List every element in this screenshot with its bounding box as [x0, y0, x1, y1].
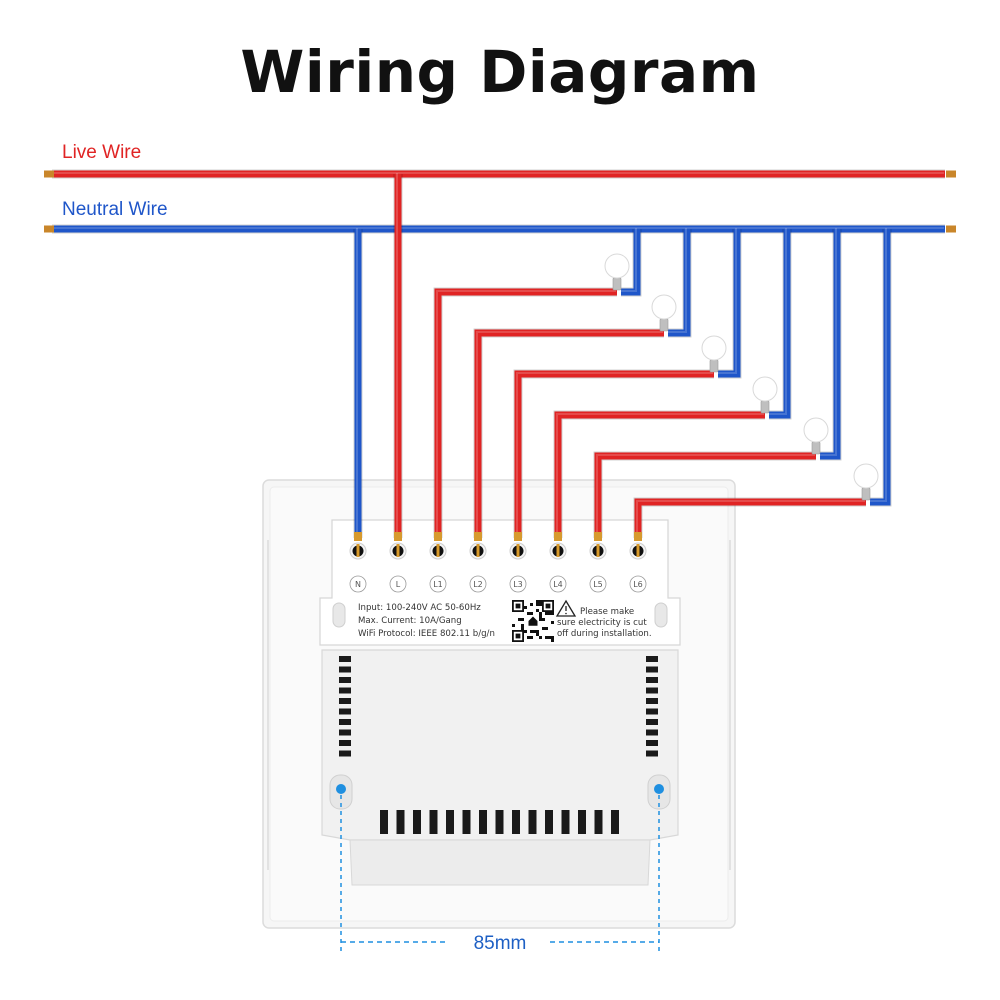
terminal-L4: L4	[549, 532, 567, 593]
vent-slot	[339, 677, 351, 683]
live-bus-wire	[51, 169, 945, 179]
terminal-label: L1	[433, 580, 443, 589]
copper-end	[44, 225, 54, 233]
warning-line-2: sure electricity is cut	[557, 618, 647, 628]
lamp-neutral-wire-5	[819, 228, 842, 461]
lamp-neutral-wire-3	[717, 228, 742, 379]
load-wire-L2	[473, 328, 664, 538]
vent-slot	[339, 708, 351, 715]
warning-line-3: off during installation.	[557, 629, 652, 639]
vent-slot	[594, 810, 603, 834]
qr-code-icon	[511, 599, 555, 643]
neutral-bus-wire	[51, 224, 945, 234]
vent-slot	[339, 698, 351, 704]
terminal-L1: L1	[429, 532, 447, 593]
vent-slot	[611, 810, 619, 834]
vent-slot	[396, 810, 405, 834]
warning-triangle-icon	[555, 599, 577, 617]
vent-slot	[512, 810, 520, 834]
light-bulb-icon	[853, 463, 879, 501]
switch-body	[321, 649, 679, 886]
vent-slot	[413, 810, 421, 834]
copper-end	[946, 225, 956, 233]
terminal-label: L6	[633, 580, 643, 589]
light-bulb-icon	[803, 417, 829, 455]
vent-slot	[339, 719, 351, 725]
vent-slot	[545, 810, 553, 834]
light-bulb-icon	[651, 294, 677, 332]
vent-bottom	[380, 810, 619, 834]
live-drop-wire	[393, 173, 403, 538]
light-bulb-icon	[701, 335, 727, 373]
lamp-neutral-wire-2	[667, 228, 692, 338]
vent-slot	[646, 687, 658, 694]
spec-input: Input: 100-240V AC 50-60Hz	[358, 603, 481, 613]
light-bulb-icon	[752, 376, 778, 414]
vent-slot	[339, 750, 351, 757]
spec-current: Max. Current: 10A/Gang	[358, 616, 462, 626]
vent-slot	[479, 810, 487, 834]
terminal-L5: L5	[589, 532, 607, 593]
lamp-neutral-wire-4	[768, 228, 792, 420]
terminal-label: N	[355, 580, 361, 589]
vent-slot	[561, 810, 570, 834]
vent-slot	[646, 719, 658, 725]
vent-slot	[646, 740, 658, 746]
vent-slot	[339, 729, 351, 736]
diagram-title: Wiring Diagram	[240, 38, 760, 106]
neutral-wire-label: Neutral Wire	[62, 199, 168, 220]
dimension-label: 85mm	[474, 933, 527, 954]
neutral-drop-wire	[353, 228, 363, 538]
vent-slot	[646, 666, 658, 673]
terminal-label: L5	[593, 580, 603, 589]
vent-slot	[339, 666, 351, 673]
vent-slot	[339, 656, 351, 662]
vent-slot	[380, 810, 388, 834]
terminal-N: N	[349, 532, 367, 593]
terminal-L2: L2	[469, 532, 487, 593]
vent-slot	[462, 810, 471, 834]
vent-slot	[646, 708, 658, 715]
vent-slot	[578, 810, 586, 834]
vent-slot	[646, 750, 658, 757]
vent-slot	[528, 810, 537, 834]
load-wire-L6	[633, 497, 866, 538]
vent-slot	[646, 729, 658, 736]
terminal-label: L4	[553, 580, 563, 589]
lamp-neutral-wire-1	[620, 228, 642, 297]
terminal-label: L3	[513, 580, 523, 589]
terminal-L3: L3	[509, 532, 527, 593]
vent-slot	[446, 810, 454, 834]
load-wire-L1	[433, 287, 617, 538]
lamps	[604, 253, 879, 501]
live-wire-label: Live Wire	[62, 142, 141, 163]
spec-protocol: WiFi Protocol: IEEE 802.11 b/g/n	[358, 629, 495, 639]
vent-right	[646, 656, 658, 757]
terminal-label: L2	[473, 580, 483, 589]
vent-slot	[495, 810, 504, 834]
vent-slot	[339, 740, 351, 746]
vent-slot	[429, 810, 438, 834]
vent-left	[339, 656, 351, 757]
lamp-neutral-wire-6	[869, 228, 892, 507]
terminals: N L L1 L2 L3 L4 L5 L6	[349, 532, 647, 593]
load-wire-L5	[593, 451, 816, 538]
vent-slot	[339, 687, 351, 694]
vent-slot	[646, 698, 658, 704]
terminal-label: L	[396, 580, 401, 589]
terminal-L: L	[389, 532, 407, 593]
warning-line-1: Please make	[580, 607, 634, 617]
dimension-indicator	[336, 784, 664, 955]
terminal-L6: L6	[629, 532, 647, 593]
copper-end	[44, 170, 54, 178]
vent-slot	[646, 677, 658, 683]
load-wire-L3	[513, 369, 714, 538]
wires	[44, 169, 956, 538]
vent-slot	[646, 656, 658, 662]
light-bulb-icon	[604, 253, 630, 291]
load-wire-L4	[553, 410, 765, 538]
copper-end	[946, 170, 956, 178]
